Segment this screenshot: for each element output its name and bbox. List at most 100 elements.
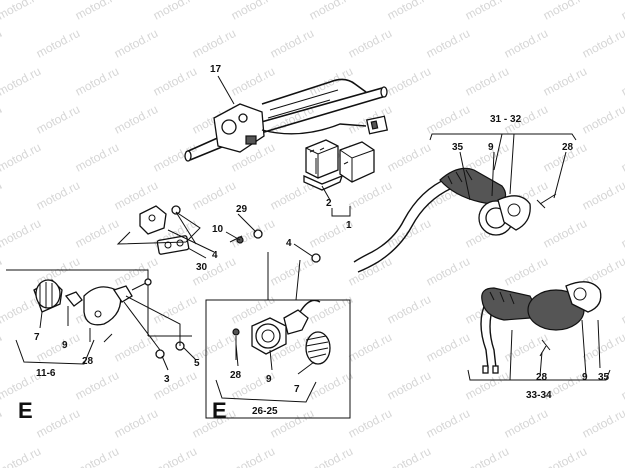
watermark-text: motod.ru	[424, 102, 472, 137]
watermark-text: motod.ru	[385, 140, 433, 175]
turn-signal-right-rear	[480, 281, 602, 374]
watermark-text: motod.ru	[0, 0, 43, 23]
watermark-text: motod.ru	[385, 0, 433, 23]
watermark-text: motod.ru	[541, 0, 589, 23]
watermark-text: motod.ru	[619, 292, 625, 327]
watermark-text: motod.ru	[73, 140, 121, 175]
callout-1: 1	[346, 220, 352, 231]
watermark-text: motod.ru	[580, 178, 625, 213]
watermark-text: motod.ru	[73, 0, 121, 23]
watermark-text: motod.ru	[346, 178, 394, 213]
watermark-text: motod.ru	[424, 26, 472, 61]
watermark-text: motod.ru	[502, 406, 550, 441]
relay-assembly	[303, 139, 375, 191]
watermark-text: motod.ru	[112, 102, 160, 137]
watermark-text: motod.ru	[346, 330, 394, 365]
callout-5: 5	[194, 358, 200, 369]
watermark-text: motod.ru	[385, 368, 433, 403]
watermark-text: motod.ru	[619, 368, 625, 403]
watermark-text: motod.ru	[424, 330, 472, 365]
watermark-text: motod.ru	[112, 254, 160, 289]
watermark-text: motod.ru	[346, 26, 394, 61]
leader-lines	[39, 75, 611, 381]
watermark-text: motod.ru	[229, 444, 277, 468]
watermark-text: motod.ru	[151, 64, 199, 99]
callout-10: 10	[212, 224, 224, 235]
callout-9-upper: 9	[488, 142, 494, 153]
turn-signal-left-front	[6, 269, 192, 365]
watermark-text: motod.ru	[580, 102, 625, 137]
watermark-text: motod.ru	[0, 102, 4, 137]
callout-17: 17	[210, 64, 222, 75]
watermark-text: motod.ru	[112, 26, 160, 61]
watermark-text: motod.ru	[424, 406, 472, 441]
watermark-text: motod.ru	[0, 406, 4, 441]
watermark-text: motod.ru	[463, 444, 511, 468]
watermark-text: motod.ru	[229, 0, 277, 23]
watermark-text: motod.ru	[190, 26, 238, 61]
watermark-text: motod.ru	[541, 216, 589, 251]
callout-7-left: 7	[34, 332, 40, 343]
watermark-text: motod.ru	[619, 64, 625, 99]
watermark-text: motod.ru	[0, 140, 43, 175]
callout-11-6: 11-6	[36, 368, 56, 379]
watermark-text: motod.ru	[385, 444, 433, 468]
turn-signal-right-front	[353, 167, 557, 273]
watermark-text: motod.ru	[112, 406, 160, 441]
callout-9-box: 9	[266, 374, 272, 385]
callout-26-25: 26-25	[252, 406, 278, 417]
callout-35-upper: 35	[452, 142, 464, 153]
watermark-text: motod.ru	[463, 64, 511, 99]
watermark-text: motod.ru	[190, 178, 238, 213]
watermark-text: motod.ru	[580, 406, 625, 441]
watermark-text: motod.ru	[346, 254, 394, 289]
watermark-text: motod.ru	[619, 140, 625, 175]
callout-2: 2	[326, 198, 332, 209]
watermark-text: motod.ru	[385, 292, 433, 327]
watermark-text: motod.ru	[73, 368, 121, 403]
watermark-text: motod.ru	[151, 0, 199, 23]
callout-28-left: 28	[82, 356, 94, 367]
callout-29: 29	[236, 204, 248, 215]
watermark-text: motod.ru	[73, 444, 121, 468]
callout-9-left: 9	[62, 340, 68, 351]
watermark-text: motod.ru	[619, 444, 625, 468]
watermark-text: motod.ru	[0, 64, 43, 99]
callout-4-left: 4	[212, 250, 218, 261]
watermark-text: motod.ru	[424, 254, 472, 289]
watermark-text: motod.ru	[541, 64, 589, 99]
watermark-text: motod.ru	[34, 26, 82, 61]
callout-4-center: 4	[286, 238, 292, 249]
callout-labels: 17 2 1 31 - 32 35 9 28 29 10 4 4 30 7 9 …	[34, 64, 610, 417]
watermark-text: motod.ru	[151, 368, 199, 403]
watermark-text: motod.ru	[0, 330, 4, 365]
watermark-text: motod.ru	[580, 330, 625, 365]
watermark-text: motod.ru	[73, 216, 121, 251]
callout-28-box: 28	[230, 370, 242, 381]
watermark-text: motod.ru	[151, 140, 199, 175]
watermark-text: motod.ru	[229, 216, 277, 251]
callout-31-32: 31 - 32	[490, 114, 522, 125]
watermark-text: motod.ru	[307, 0, 355, 23]
watermark-text: motod.ru	[112, 330, 160, 365]
watermark-text: motod.ru	[34, 102, 82, 137]
watermark-text: motod.ru	[502, 26, 550, 61]
watermark-text: motod.ru	[268, 254, 316, 289]
watermark-text: motod.ru	[0, 254, 4, 289]
watermark-text: motod.ru	[580, 26, 625, 61]
turn-signal-left-rear	[205, 252, 351, 419]
callout-28-lower: 28	[536, 372, 548, 383]
callout-3: 3	[164, 374, 170, 385]
section-letter-right: E	[212, 398, 227, 423]
callout-7-box: 7	[294, 384, 300, 395]
watermark-text: motod.ru	[268, 26, 316, 61]
watermark-text: motod.ru	[0, 216, 43, 251]
watermark-text: motod.ru	[229, 64, 277, 99]
watermark-text: motod.ru	[34, 330, 82, 365]
callout-35-lower: 35	[598, 372, 610, 383]
watermark-text: motod.ru	[502, 254, 550, 289]
handlebar-assembly	[184, 78, 389, 162]
watermark-text: motod.ru	[385, 64, 433, 99]
watermark-text: motod.ru	[151, 444, 199, 468]
